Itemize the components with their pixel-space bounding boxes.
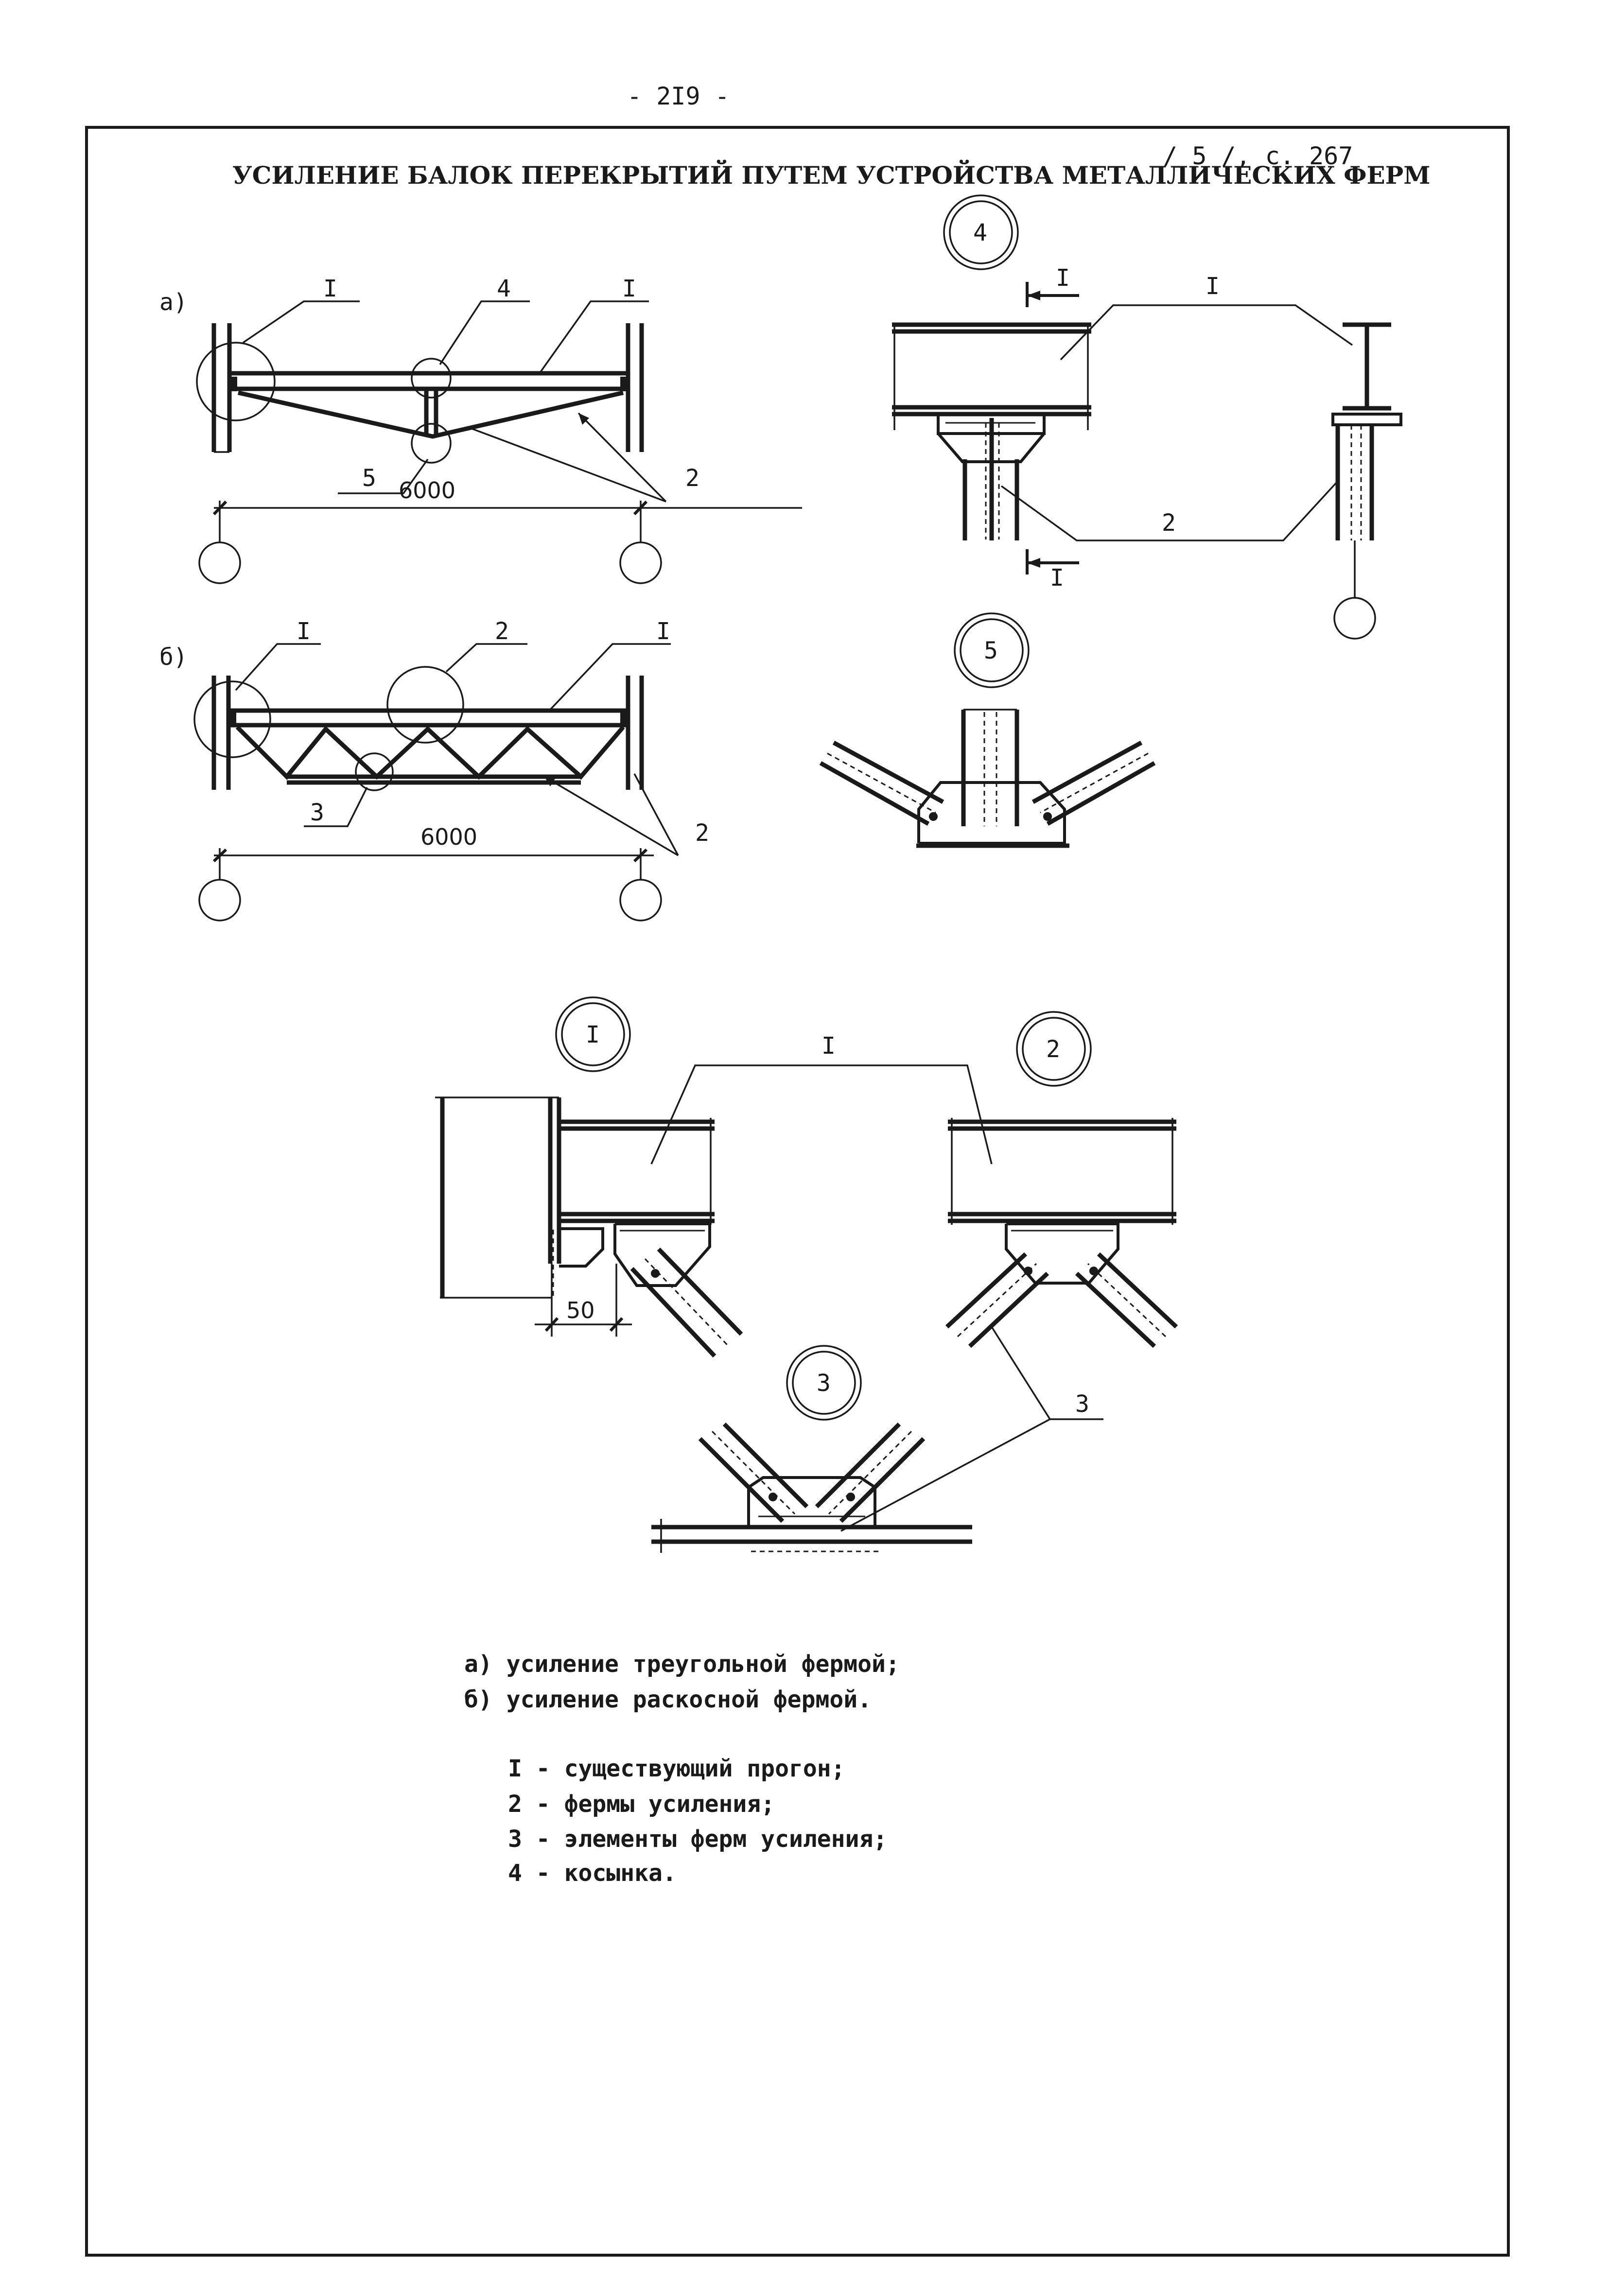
diagram-a-callout-2: 4 [497,275,511,302]
legend-item-1: I - существующий прогон; [508,1755,845,1782]
caption-b: б) усиление раскосной фермой. [464,1686,872,1713]
detail-1-number: I [586,1021,600,1048]
diagram-b-callout-5: 2 [695,819,709,847]
detail-4-section-bottom: I [1050,564,1064,591]
detail-4-callout-2: 2 [1162,509,1176,537]
detail-4-gusset: 4 I I I [892,194,1402,640]
drawing-frame [85,126,1510,2257]
detail-4-callout-1: I [1206,273,1220,300]
detail-4-section-top: I [1056,264,1070,292]
diagram-a-tag: а) [159,289,188,316]
detail-3-number: 3 [817,1370,831,1397]
captions: а) усиление треугольной фермой; б) усиле… [464,1651,900,1713]
diagram-a-callout-4: 5 [362,465,376,492]
detail-3-callout: 3 [1075,1391,1089,1418]
diagram-a-callout-5: 2 [685,465,699,492]
page-number: - 2I9 - [627,82,730,110]
diagram-b-span: 6000 [420,824,477,850]
diagram-a-callout-1: I [323,275,337,302]
detail-5-bottom-node: 5 [819,612,1156,848]
legend-item-3: 3 - элементы ферм усиления; [508,1826,887,1853]
detail-2-top-node: 2 [945,1011,1178,1348]
diagram-b-diagonal-truss: б) I 2 I 3 2 6000 [159,618,709,922]
legend: I - существующий прогон; 2 - фермы усиле… [508,1755,887,1887]
detail-2-number: 2 [1046,1036,1060,1063]
diagram-b-callout-3: I [656,618,670,645]
legend-item-4: 4 - косынка. [508,1860,677,1887]
diagram-a-span: 6000 [399,477,455,504]
legend-item-2: 2 - фермы усиления; [508,1791,775,1818]
diagram-b-tag: б) [159,644,188,671]
detail-1-dimension: 50 [566,1297,595,1323]
detail-3-chord-node: 3 3 [651,1326,1103,1553]
drawing-title: УСИЛЕНИЕ БАЛОК ПЕРЕКРЫТИЙ ПУТЕМ УСТРОЙСТ… [232,159,1431,190]
detail-5-number: 5 [984,637,998,664]
caption-a: а) усиление треугольной фермой; [464,1651,900,1678]
diagram-b-callout-1: I [297,618,311,645]
detail-4-number: 4 [973,219,987,246]
detail-1-callout: I [821,1032,836,1060]
diagram-a-callout-3: I [622,275,636,302]
detail-1-support-node: I 50 I [435,996,993,1358]
diagram-b-callout-2: 2 [495,618,509,645]
diagram-b-callout-4: 3 [310,799,324,826]
reference: / 5 /, с. 267 [1163,142,1353,170]
diagram-a-triangular-truss: а) I 4 I 5 2 [159,275,802,584]
